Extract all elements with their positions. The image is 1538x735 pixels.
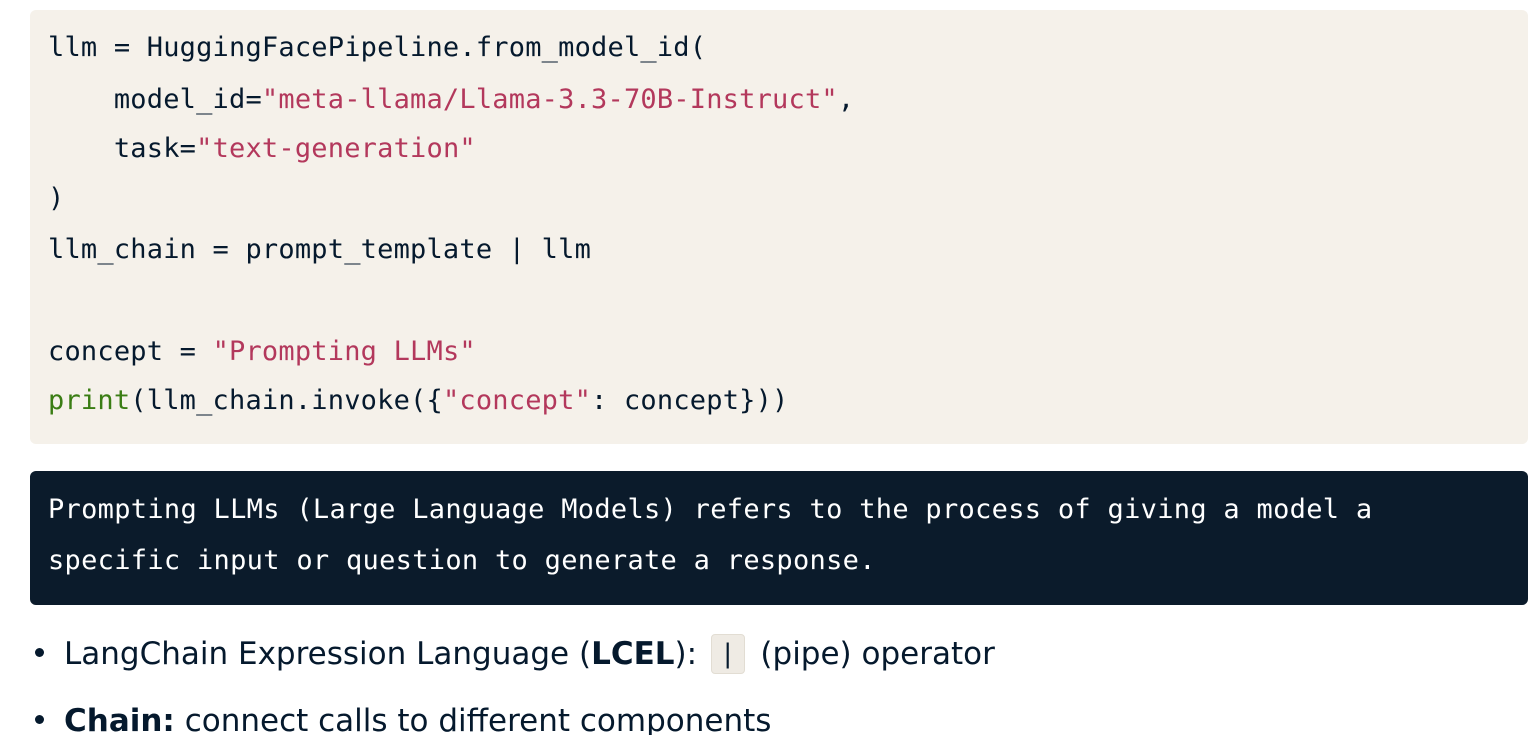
- code-text: llm = HuggingFacePipeline.from_model_id(: [48, 32, 707, 63]
- code-text: ): [48, 183, 65, 214]
- code-line-5: llm_chain = prompt_template | llm: [48, 225, 591, 275]
- list-item-text: connect calls to different components: [174, 703, 772, 735]
- output-line-1: Prompting LLMs (Large Language Models) r…: [48, 494, 1373, 525]
- code-line-1: llm = HuggingFacePipeline.from_model_id(: [48, 23, 706, 73]
- code-string: "meta-llama/Llama-3.3-70B-Instruct": [261, 84, 838, 115]
- code-text: llm_chain = prompt_template | llm: [48, 234, 592, 265]
- code-block: llm = HuggingFacePipeline.from_model_id(…: [30, 10, 1528, 444]
- code-string: "text-generation": [196, 133, 476, 164]
- output-line-2: specific input or question to generate a…: [48, 545, 876, 576]
- list-item-bold: LCEL: [591, 636, 675, 672]
- list-item-text: (pipe) operator: [750, 636, 995, 672]
- code-string: "Prompting LLMs": [212, 336, 476, 367]
- code-line-7: concept = "Prompting LLMs": [48, 327, 476, 377]
- code-text: concept =: [48, 336, 213, 367]
- bullet-dot-icon: [35, 648, 44, 657]
- code-function: print: [48, 385, 131, 416]
- list-item-text: LangChain Expression Language (: [64, 636, 592, 672]
- bullet-dot-icon: [35, 715, 44, 724]
- code-line-3: task="text-generation": [48, 124, 476, 174]
- code-text: ,: [837, 84, 855, 115]
- list-item-bold: Chain:: [64, 703, 175, 735]
- code-line-8: print(llm_chain.invoke({"concept": conce…: [48, 376, 789, 426]
- code-text: : concept})): [591, 385, 789, 416]
- list-item-text: ):: [674, 636, 707, 672]
- inline-code: |: [710, 633, 745, 674]
- output-block: Prompting LLMs (Large Language Models) r…: [30, 471, 1528, 605]
- code-text: (llm_chain.invoke({: [130, 385, 443, 416]
- code-text: task=: [48, 133, 197, 164]
- code-line-2: model_id="meta-llama/Llama-3.3-70B-Instr…: [48, 75, 854, 125]
- code-text: model_id=: [48, 84, 262, 115]
- code-line-4: ): [48, 174, 64, 224]
- list-item: LangChain Expression Language (LCEL): | …: [30, 624, 995, 684]
- list-item: Chain: connect calls to different compon…: [30, 691, 771, 735]
- code-string: "concept": [442, 385, 592, 416]
